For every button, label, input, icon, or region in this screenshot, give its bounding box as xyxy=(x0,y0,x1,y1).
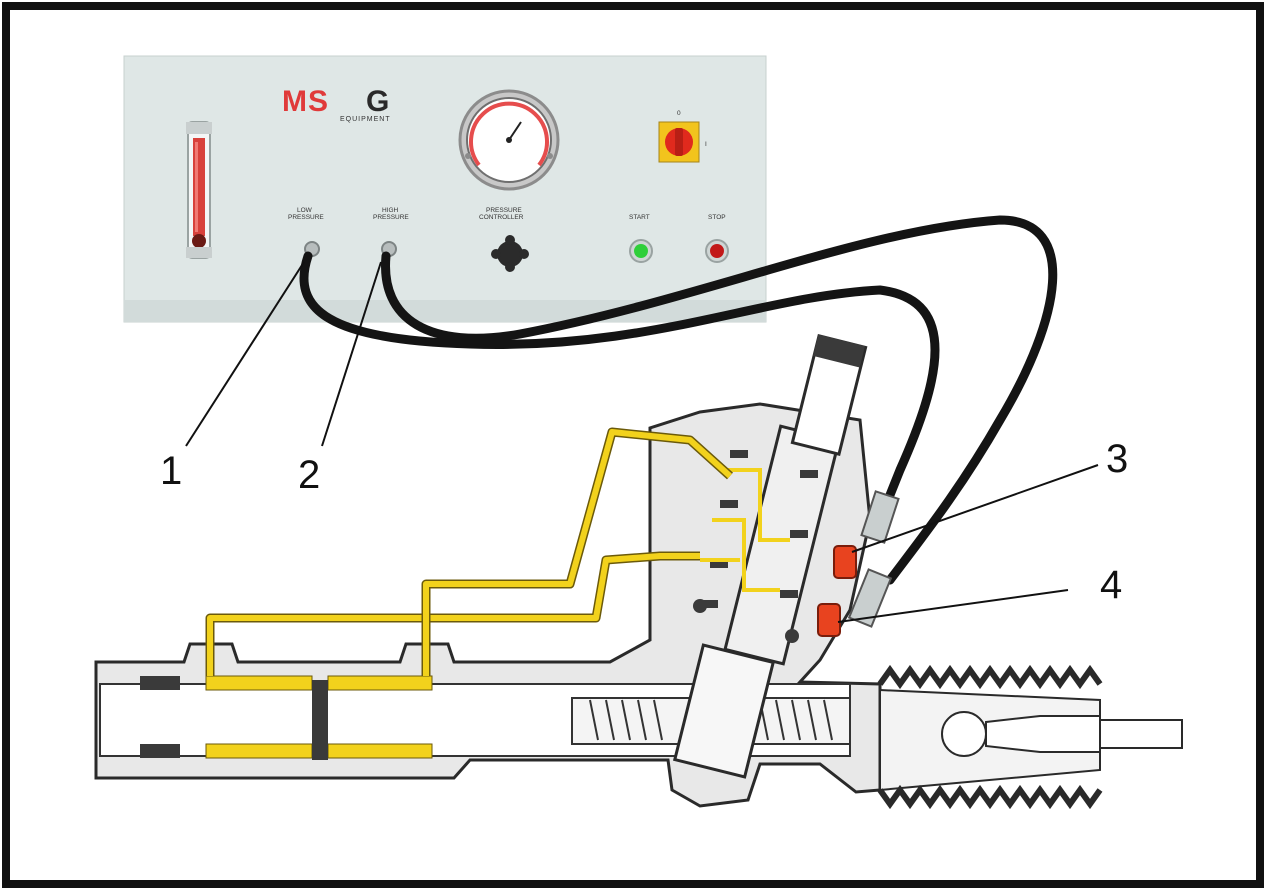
start-label: START xyxy=(629,214,650,221)
callout-4: 4 xyxy=(1100,563,1122,607)
logo-ms: MS xyxy=(282,85,329,118)
flow-meter xyxy=(186,122,212,258)
pressure-controller-label-2: CONTROLLER xyxy=(479,214,524,221)
test-stand-panel: MS G EQUIPMENT 0 I xyxy=(124,56,766,322)
pressure-gauge xyxy=(460,91,558,189)
port-4 xyxy=(818,604,840,636)
start-button[interactable] xyxy=(630,240,652,262)
oil-chamber-upper xyxy=(206,676,312,690)
stop-label: STOP xyxy=(708,214,726,221)
low-pressure-label-2: PRESSURE xyxy=(288,214,324,221)
callout-3: 3 xyxy=(1106,437,1128,481)
tie-rod-end xyxy=(1100,720,1182,748)
logo-g: G xyxy=(366,85,389,118)
high-pressure-label-2: PRESSURE xyxy=(373,214,409,221)
oil-chamber-lower xyxy=(206,744,312,758)
low-pressure-label-1: LOW xyxy=(297,207,313,214)
stop-button[interactable] xyxy=(706,240,728,262)
switch-off-label: 0 xyxy=(677,110,681,117)
switch-on-label: I xyxy=(705,141,707,148)
logo-sub: EQUIPMENT xyxy=(340,116,391,123)
callout-2: 2 xyxy=(298,453,320,497)
high-pressure-label-1: HIGH xyxy=(382,207,399,214)
piston xyxy=(312,680,328,760)
callout-1: 1 xyxy=(160,449,182,493)
pressure-controller-label-1: PRESSURE xyxy=(486,207,522,214)
